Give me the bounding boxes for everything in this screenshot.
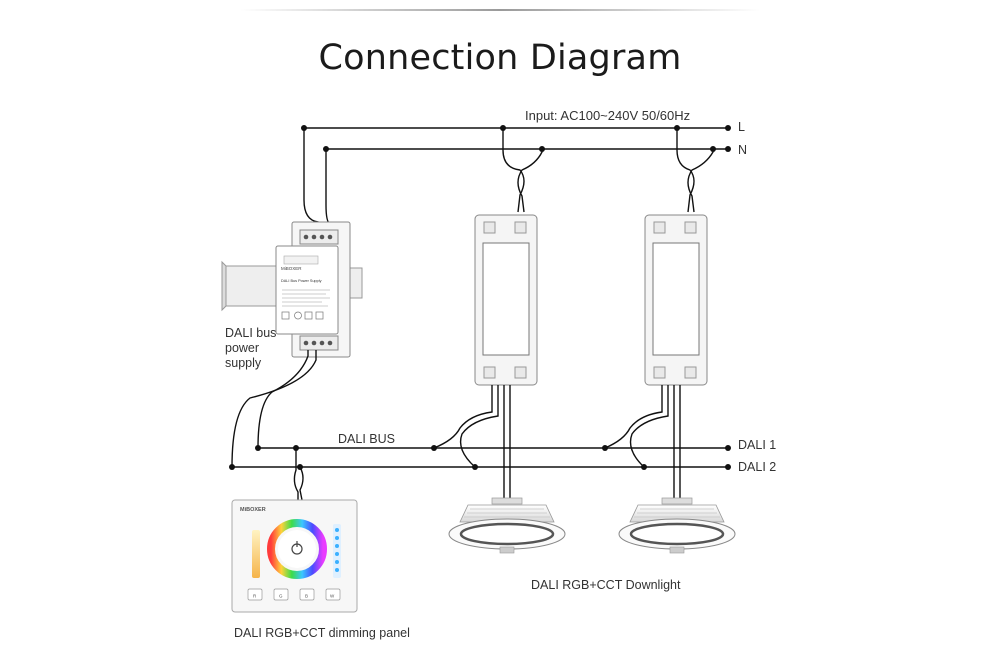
dali2-dot xyxy=(725,464,731,470)
psu-label-line1: DALI bus xyxy=(225,326,277,340)
line-end-markers xyxy=(725,125,731,470)
led-driver-1 xyxy=(474,214,538,386)
dali1-dot xyxy=(725,445,731,451)
dali1-label: DALI 1 xyxy=(738,438,777,452)
line-n-dot xyxy=(725,146,731,152)
psu-input-wires xyxy=(303,128,331,232)
page-title: Connection Diagram xyxy=(318,38,682,78)
psu-label-line2: power xyxy=(225,341,260,355)
panel-btn-b: B xyxy=(305,594,308,599)
panel-btn-r: R xyxy=(253,594,257,599)
downlight-1 xyxy=(448,497,566,554)
mains-lines xyxy=(232,127,728,468)
psu-output-wires xyxy=(231,350,317,468)
downlight-2 xyxy=(618,497,736,554)
line-n-label: N xyxy=(738,143,748,157)
dimming-panel xyxy=(231,499,358,613)
panel-btn-g: G xyxy=(279,594,283,599)
led-driver-2 xyxy=(644,214,708,386)
panel-btn-w: W xyxy=(330,594,335,599)
line-l-dot xyxy=(725,125,731,131)
top-divider xyxy=(0,0,1000,11)
panel-brand-text: MiBOXER xyxy=(240,507,266,513)
driver-dali-wires xyxy=(433,385,669,468)
dali2-label: DALI 2 xyxy=(738,460,777,474)
dali-bus-power-supply xyxy=(275,221,351,358)
downlight-label: DALI RGB+CCT Downlight xyxy=(531,578,681,592)
psu-label-line3: supply xyxy=(225,356,262,370)
dali-bus-label: DALI BUS xyxy=(338,432,395,446)
input-label: Input: AC100~240V 50/60Hz xyxy=(525,108,691,123)
psu-brand-text: MiBOXER xyxy=(281,266,302,271)
driver-input-wires xyxy=(502,128,714,213)
psu-product-text: DALI Bus Power Supply xyxy=(281,279,322,283)
panel-wires xyxy=(293,448,304,501)
driver-output-wires xyxy=(503,385,681,500)
line-l-label: L xyxy=(738,120,745,134)
panel-label: DALI RGB+CCT dimming panel xyxy=(234,626,410,640)
